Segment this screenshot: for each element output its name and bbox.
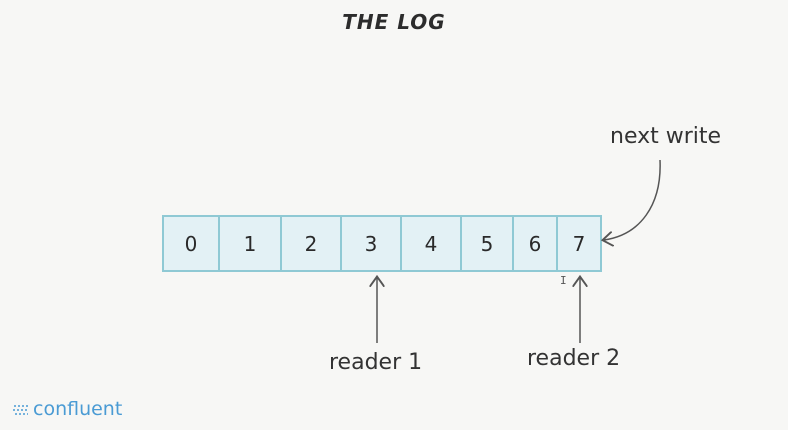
log-cell-0: 0 [164, 217, 220, 270]
text-cursor-icon: I [560, 274, 567, 287]
log-array: 0 1 2 3 4 5 6 7 [162, 215, 602, 272]
next-write-label: next write [610, 124, 722, 149]
log-cell-5: 5 [462, 217, 514, 270]
log-cell-6: 6 [514, 217, 558, 270]
log-cell-3: 3 [342, 217, 402, 270]
confluent-logo-icon [13, 405, 28, 415]
log-cell-7: 7 [572, 231, 586, 256]
reader2-label: reader 2 [527, 346, 621, 371]
confluent-logo-text: confluent [33, 398, 123, 420]
diagram-title: THE LOG [342, 10, 446, 34]
log-cell-2: 2 [282, 217, 342, 270]
next-write-arrow [604, 159, 661, 240]
log-cell-1: 1 [220, 217, 282, 270]
reader1-label: reader 1 [329, 350, 423, 375]
confluent-logo: confluent [12, 398, 122, 420]
log-cell-4: 4 [402, 217, 462, 270]
